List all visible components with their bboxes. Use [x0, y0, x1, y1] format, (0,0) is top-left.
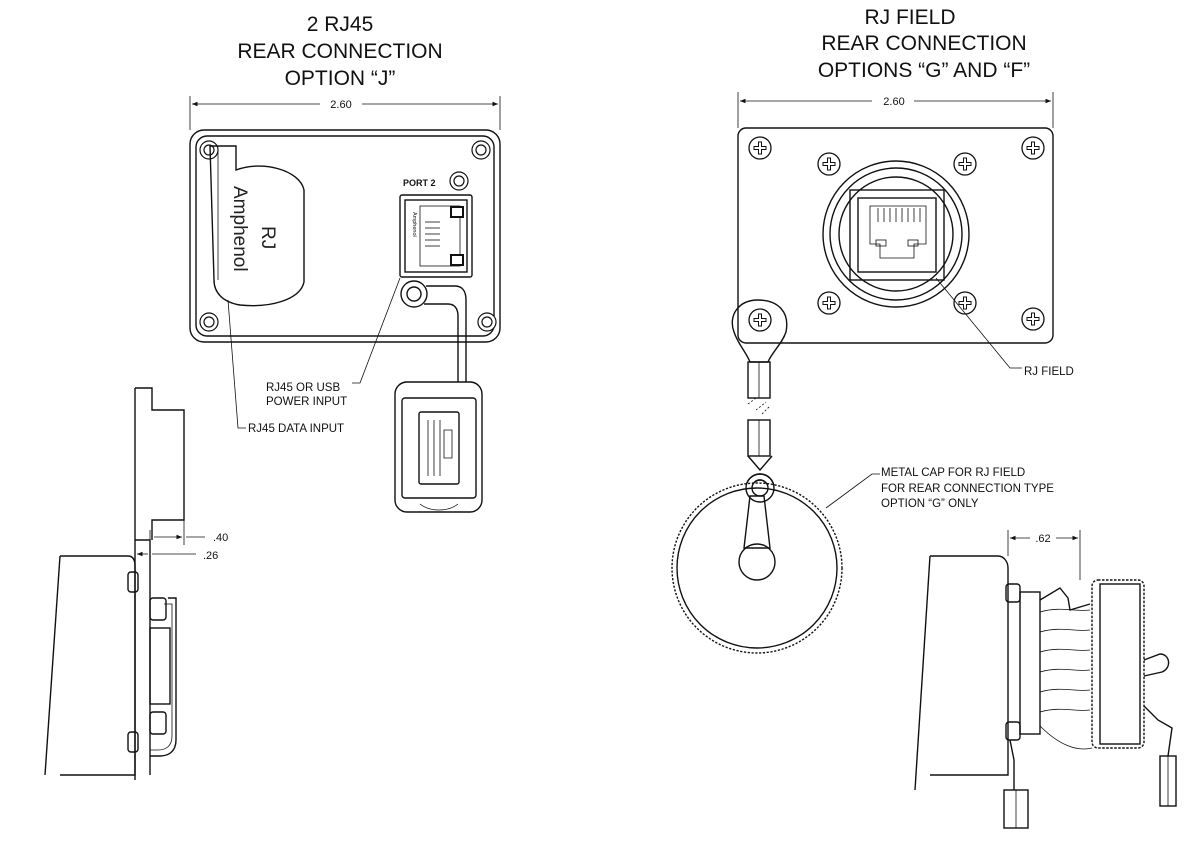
left-width-dimension: 2.60 — [189, 96, 501, 130]
left-title-line-3: OPTION “J” — [285, 67, 396, 90]
left-front-plate — [189, 129, 501, 343]
right-view-title: RJ FIELD REAR CONNECTION OPTIONS “G” AND… — [818, 6, 1030, 82]
left-width-label: 2.60 — [330, 99, 351, 111]
port-2-label: PORT 2 — [403, 178, 436, 188]
left-callouts: RJ45 OR USB POWER INPUT RJ45 DATA INPUT — [227, 277, 401, 435]
right-side-dimension: .62 — [1007, 530, 1081, 580]
left-title-line-1: 2 RJ45 — [307, 13, 374, 36]
callout-cap-line-3: OPTION “G” ONLY — [881, 498, 979, 510]
callout-rj-field: RJ FIELD — [1024, 366, 1074, 378]
right-width-label: 2.60 — [883, 96, 904, 108]
left-title-line-2: REAR CONNECTION — [237, 40, 442, 63]
cap-lanyard — [731, 299, 788, 503]
amphenol-rj-cap: Amphenol RJ — [209, 145, 305, 307]
side-dim-outer: .40 — [213, 532, 228, 544]
right-side-profile — [914, 555, 1177, 829]
right-title-line-1: RJ FIELD — [864, 6, 955, 29]
usb-tether-and-cap — [394, 280, 483, 513]
callout-cap-line-2: FOR REAR CONNECTION TYPE — [881, 483, 1054, 495]
right-side-dim-label: .62 — [1035, 533, 1050, 545]
rj-text: RJ — [257, 226, 278, 249]
callout-power-line-2: POWER INPUT — [266, 396, 347, 408]
right-width-dimension: 2.60 — [737, 92, 1054, 128]
amphenol-brand-text: Amphenol — [229, 186, 250, 272]
rj-field-connector — [822, 160, 970, 308]
right-callouts: RJ FIELD METAL CAP FOR RJ FIELD FOR REAR… — [825, 277, 1074, 510]
callout-cap-line-1: METAL CAP FOR RJ FIELD — [881, 467, 1025, 479]
right-title-line-2: REAR CONNECTION — [821, 32, 1026, 55]
side-dim-inner: .26 — [203, 550, 218, 562]
connector-brand-small: Amphenol — [411, 212, 417, 237]
left-view-title: 2 RJ45 REAR CONNECTION OPTION “J” — [237, 13, 442, 90]
callout-power-line-1: RJ45 OR USB — [266, 382, 340, 394]
metal-cap — [671, 473, 843, 654]
callout-data-input: RJ45 DATA INPUT — [248, 423, 344, 435]
right-front-plate — [737, 127, 1054, 344]
left-side-profile — [44, 387, 185, 780]
port-2-jack: PORT 2 Amphenol — [399, 178, 473, 278]
right-title-line-3: OPTIONS “G” AND “F” — [818, 59, 1030, 82]
left-side-dimensions: .40 .26 — [134, 520, 228, 562]
